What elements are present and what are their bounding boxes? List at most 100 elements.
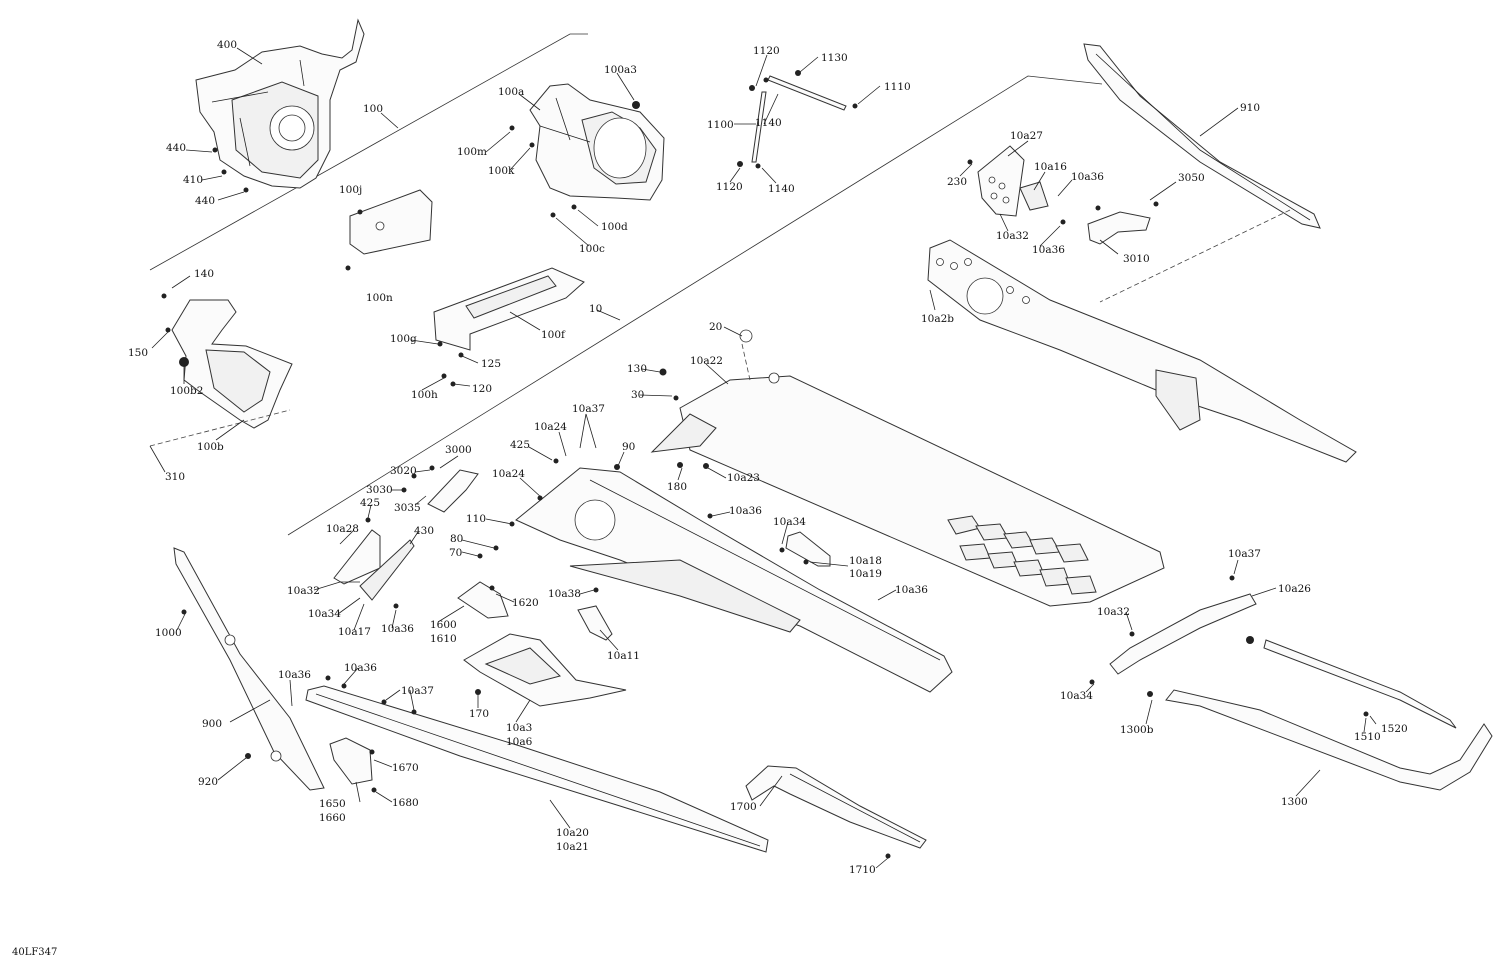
label-10a36: 10a36 xyxy=(895,584,928,596)
dash-line xyxy=(1099,209,1291,303)
rail-bracket-10a26 xyxy=(1089,575,1257,685)
label-10a24: 10a24 xyxy=(492,468,525,480)
label-10a34: 10a34 xyxy=(1060,690,1093,702)
label-425: 425 xyxy=(360,497,380,509)
label-10a32: 10a32 xyxy=(1097,606,1130,618)
label-10a19: 10a19 xyxy=(849,568,882,580)
label-3020: 3020 xyxy=(390,465,417,477)
label-20: 20 xyxy=(709,321,722,333)
label-100j: 100j xyxy=(339,184,362,196)
label-10a32: 10a32 xyxy=(996,230,1029,242)
label-100m: 100m xyxy=(457,146,487,158)
label-1520: 1520 xyxy=(1381,723,1408,735)
label-1680: 1680 xyxy=(392,797,419,809)
label-10a37: 10a37 xyxy=(1228,548,1261,560)
plate-100j xyxy=(345,189,433,271)
label-425: 425 xyxy=(510,439,530,451)
label-90: 90 xyxy=(622,441,635,453)
label-10a20: 10a20 xyxy=(556,827,589,839)
label-125: 125 xyxy=(481,358,501,370)
label-150: 150 xyxy=(128,347,148,359)
label-10a11: 10a11 xyxy=(607,650,640,662)
label-30: 30 xyxy=(631,389,644,401)
label-310: 310 xyxy=(165,471,185,483)
label-440: 440 xyxy=(195,195,215,207)
label-100: 100 xyxy=(363,103,383,115)
label-10a27: 10a27 xyxy=(1010,130,1043,142)
label-10a23: 10a23 xyxy=(727,472,760,484)
group-line-10 xyxy=(287,75,1103,536)
skid-rail-10a20 xyxy=(305,675,769,853)
part-labels: 400 100 440 410 440 100a3 100a 100m 100k… xyxy=(128,39,1408,876)
label-1650: 1650 xyxy=(319,798,346,810)
label-100f: 100f xyxy=(541,329,566,341)
label-430: 430 xyxy=(414,525,434,537)
label-10a36: 10a36 xyxy=(278,669,311,681)
label-10: 10 xyxy=(589,303,602,315)
bracket-10a11 xyxy=(577,587,613,641)
label-400: 400 xyxy=(217,39,237,51)
label-110: 110 xyxy=(466,513,486,525)
step-1650 xyxy=(329,737,377,793)
tunnel-rail-10a2b xyxy=(927,239,1357,463)
label-170: 170 xyxy=(469,708,489,720)
label-440: 440 xyxy=(166,142,186,154)
label-1700: 1700 xyxy=(730,801,757,813)
label-120: 120 xyxy=(472,383,492,395)
label-10a21: 10a21 xyxy=(556,841,589,853)
label-10a36: 10a36 xyxy=(1071,171,1104,183)
label-10a3: 10a3 xyxy=(506,722,532,734)
label-100c: 100c xyxy=(579,243,605,255)
label-1130: 1130 xyxy=(821,52,848,64)
label-10a38: 10a38 xyxy=(548,588,581,600)
bracket-10a28 xyxy=(333,517,415,609)
label-1000: 1000 xyxy=(155,627,182,639)
label-1510: 1510 xyxy=(1354,731,1381,743)
label-70: 70 xyxy=(449,547,462,559)
bracket-3000 xyxy=(401,465,479,513)
label-910: 910 xyxy=(1240,102,1260,114)
label-1140: 1140 xyxy=(755,117,782,129)
label-10a17: 10a17 xyxy=(338,626,371,638)
label-100h: 100h xyxy=(411,389,438,401)
label-180: 180 xyxy=(667,481,687,493)
label-10a36: 10a36 xyxy=(344,662,377,674)
label-1710: 1710 xyxy=(849,864,876,876)
label-100n: 100n xyxy=(366,292,393,304)
bumper-10a3 xyxy=(463,633,627,707)
footrest-1700 xyxy=(745,765,927,859)
label-1610: 1610 xyxy=(430,633,457,645)
label-10a36: 10a36 xyxy=(1032,244,1065,256)
label-10a16: 10a16 xyxy=(1034,161,1067,173)
label-130: 130 xyxy=(627,363,647,375)
label-100d: 100d xyxy=(601,221,628,233)
bracket-10a27 xyxy=(967,145,1066,225)
rear-bumper-1300 xyxy=(1147,636,1493,791)
label-100g: 100g xyxy=(390,333,417,345)
lower-column-100b xyxy=(161,293,293,429)
label-100a: 100a xyxy=(498,86,524,98)
label-3050: 3050 xyxy=(1178,172,1205,184)
label-1300b: 1300b xyxy=(1120,724,1154,736)
dash-line xyxy=(741,343,751,381)
label-1670: 1670 xyxy=(392,762,419,774)
label-1140: 1140 xyxy=(768,183,795,195)
right-rail-brace-910 xyxy=(1083,43,1321,229)
label-1600: 1600 xyxy=(430,619,457,631)
fuel-tank-10a22 xyxy=(650,329,1165,607)
bracket-10a18 xyxy=(779,531,831,567)
label-230: 230 xyxy=(947,176,967,188)
front-frame-400 xyxy=(195,18,365,193)
bracket-100f xyxy=(433,267,585,387)
label-100a3: 100a3 xyxy=(604,64,637,76)
label-1120: 1120 xyxy=(753,45,780,57)
rail-brace-900 xyxy=(173,547,325,791)
label-80: 80 xyxy=(450,533,463,545)
label-1620: 1620 xyxy=(512,597,539,609)
tunnel-10 xyxy=(477,458,953,693)
label-10a34: 10a34 xyxy=(773,516,806,528)
label-10a36: 10a36 xyxy=(381,623,414,635)
label-10a28: 10a28 xyxy=(326,523,359,535)
